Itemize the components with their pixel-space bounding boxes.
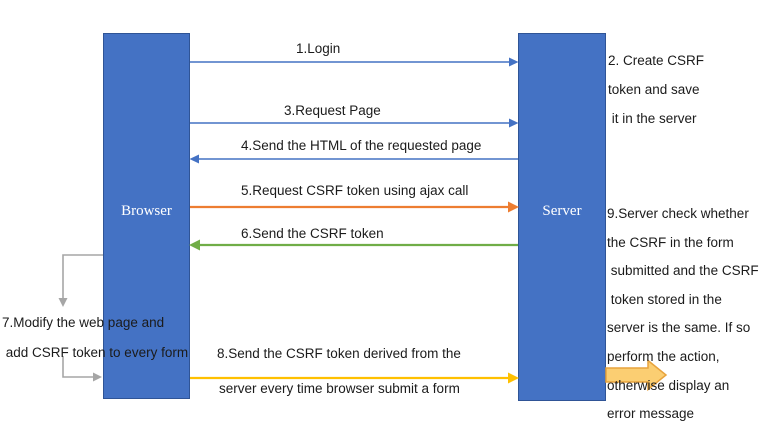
note-line: token stored in the (607, 291, 722, 307)
note-server-check: 9.Server check whether the CSRF in the f… (607, 200, 759, 429)
server-actor-box: Server (518, 33, 606, 401)
note-line: 2. Create CSRF (608, 53, 705, 68)
message-5-label: 5.Request CSRF token using ajax call (241, 183, 469, 198)
message-1-arrow (190, 57, 519, 67)
message-1-label: 1.Login (296, 41, 341, 56)
note-line: otherwise display an (607, 377, 730, 393)
note-line: 9.Server check whether (607, 206, 749, 221)
note-line: error message (607, 406, 695, 422)
note-line: it in the server (608, 111, 697, 126)
note-line: token and save (608, 82, 700, 97)
message-4-arrow (189, 154, 518, 164)
message-8-label-line1: 8.Send the CSRF token derived from the (217, 346, 461, 361)
server-actor-label: Server (542, 203, 582, 219)
note-line: server is the same. If so (607, 320, 751, 336)
note-line: submitted and the CSRF (607, 263, 759, 279)
message-3-arrow (190, 118, 519, 128)
browser-actor-label: Browser (121, 203, 172, 219)
browser-actor-box: Browser (103, 33, 190, 399)
note-create-csrf-token: 2. Create CSRF token and save it in the … (608, 46, 704, 133)
message-3-label: 3.Request Page (284, 103, 381, 118)
note-modify-web-page: 7.Modify the web page and add CSRF token… (2, 308, 188, 368)
note-line: the CSRF in the form (607, 234, 734, 250)
note-line: perform the action, (607, 348, 720, 364)
self-loop-out-arrow (58, 254, 103, 307)
message-5-arrow (190, 201, 519, 213)
message-4-label: 4.Send the HTML of the requested page (241, 138, 482, 153)
message-8-label-line2: server every time browser submit a form (219, 381, 460, 396)
note-line: 7.Modify the web page and (2, 315, 165, 330)
message-6-label: 6.Send the CSRF token (241, 226, 384, 241)
message-6-arrow (189, 239, 518, 251)
note-line: add CSRF token to every form (2, 345, 189, 360)
